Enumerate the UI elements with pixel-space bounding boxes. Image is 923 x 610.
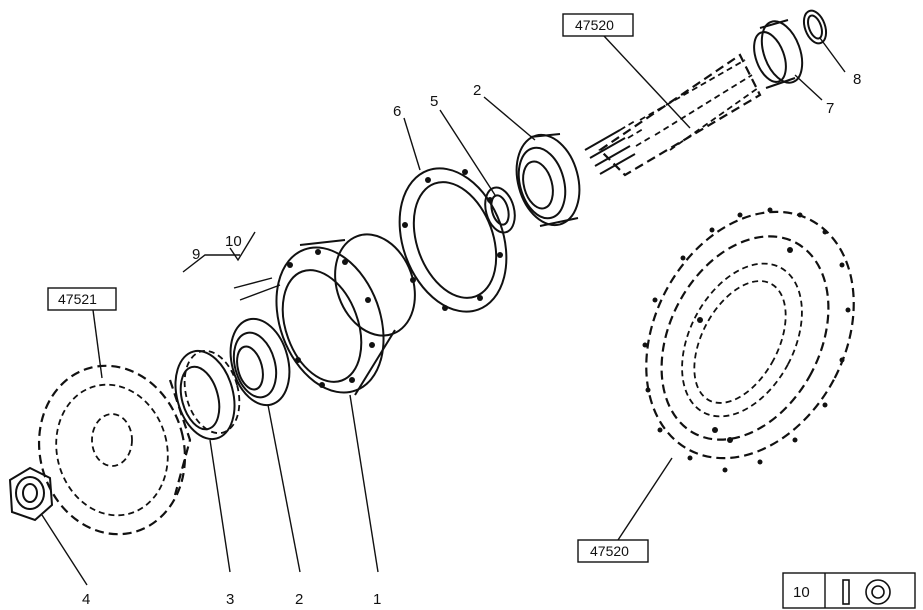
seal-part-3 [174,349,241,441]
part-label-3: 3 [226,591,234,608]
bearing-part-2-lower [229,317,291,407]
part-label-8: 8 [853,71,861,88]
reference-number: 47520 [590,543,629,559]
reference-number: 47520 [575,17,614,33]
pin-icon [842,579,850,605]
part-label-6: 6 [393,103,401,120]
gasket-part-6 [398,167,508,313]
part-label-7: 7 [826,100,834,117]
part-labels: 8 7 2 5 6 9 10 4 3 2 1 [82,71,861,608]
part-label-4: 4 [82,591,90,608]
part-label-10: 10 [225,233,242,250]
reference-box-top-right: 47520 [562,13,634,37]
reference-number: 47521 [58,291,97,307]
bearing-part-7 [753,19,804,89]
part-label-2-upper: 2 [473,82,481,99]
wheel-hub-part-1 [275,233,416,396]
reference-box-bottom-right: 47520 [577,539,649,563]
leader-lines [41,35,846,586]
part-label-1: 1 [373,591,381,608]
legend-label: 10 [793,584,810,601]
part-label-2-lower: 2 [295,591,303,608]
legend-box: 10 [782,572,916,609]
snap-ring-part-8 [802,9,828,45]
planetary-assembly-drawing [37,364,192,536]
ring-gear-teeth [642,207,851,473]
washer-icon [865,579,891,605]
part-label-9: 9 [192,246,200,263]
ring-gear-drawing [642,207,855,473]
spacer-ring-part-5 [484,186,516,234]
part-label-5: 5 [430,93,438,110]
bearing-part-2-upper [515,133,581,227]
pinion-shaft-drawing [584,53,762,177]
reference-box-left: 47521 [47,287,117,311]
nut-part-4 [8,466,54,522]
